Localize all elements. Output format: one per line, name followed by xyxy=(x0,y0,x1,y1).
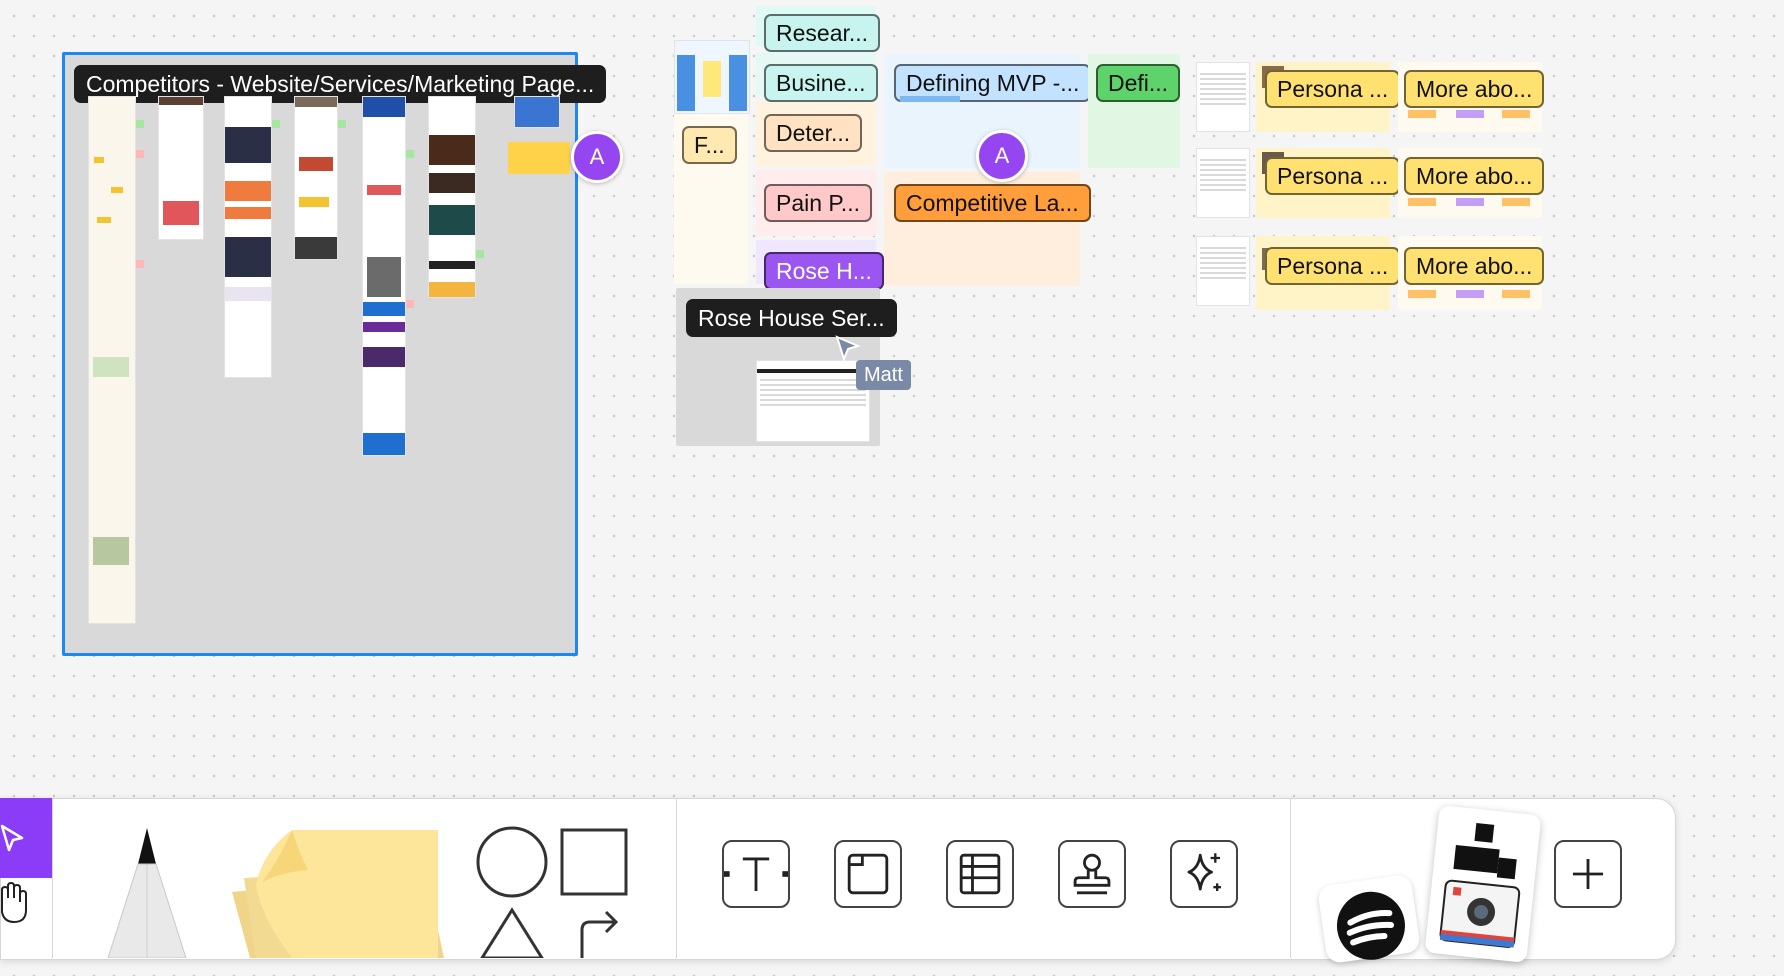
hand-tool[interactable] xyxy=(0,880,52,960)
sparkle-icon xyxy=(1187,853,1221,891)
plugin-widget[interactable] xyxy=(1424,805,1542,963)
hand-icon xyxy=(1,881,27,924)
section-tool[interactable] xyxy=(834,840,902,908)
more-about-label-3[interactable]: More abo... xyxy=(1404,247,1545,285)
sticky-note-tool[interactable] xyxy=(226,826,446,958)
more-tools-button[interactable] xyxy=(1554,840,1622,908)
ai-tool[interactable] xyxy=(1170,840,1238,908)
shapes-tool[interactable] xyxy=(470,826,630,958)
sticky-note-cluster[interactable] xyxy=(338,120,346,128)
text-tool[interactable] xyxy=(722,840,790,908)
stamp-tool[interactable] xyxy=(1058,840,1126,908)
website-screenshot-4[interactable] xyxy=(294,96,338,260)
research-label[interactable]: Resear... xyxy=(764,14,881,52)
app-logo-icon xyxy=(1336,891,1405,960)
website-screenshot-3[interactable] xyxy=(224,96,272,378)
rose-house-service-label[interactable]: Rose House Ser... xyxy=(686,299,897,337)
table-icon xyxy=(959,853,1001,895)
toolbar-divider xyxy=(52,798,53,958)
research-thumbnail[interactable] xyxy=(674,40,750,114)
business-label[interactable]: Busine... xyxy=(764,64,878,102)
toolbar-divider xyxy=(676,798,677,958)
defi-label[interactable]: Defi... xyxy=(1096,64,1181,102)
mvp-sticky-row[interactable] xyxy=(900,96,960,102)
section-icon xyxy=(847,853,889,895)
sticky-note-cluster[interactable] xyxy=(1408,110,1436,118)
toolbar-divider xyxy=(1290,798,1291,958)
website-screenshot-6[interactable] xyxy=(428,96,476,298)
cursor-arrow-icon xyxy=(0,824,24,852)
collaborator-avatar[interactable]: A xyxy=(571,131,623,183)
sticky-note-cluster[interactable] xyxy=(1456,110,1484,118)
sticky-note-cluster[interactable] xyxy=(406,300,414,308)
sticky-note-cluster[interactable] xyxy=(1408,290,1436,298)
sticky-note-cluster[interactable] xyxy=(476,250,484,258)
persona-label-2[interactable]: Persona ... xyxy=(1265,157,1401,195)
sticky-note-cluster[interactable] xyxy=(1502,198,1530,206)
stamp-icon xyxy=(1073,853,1111,895)
sticky-note-cluster[interactable] xyxy=(136,120,144,128)
camera-icon xyxy=(1439,822,1521,948)
table-tool[interactable] xyxy=(946,840,1014,908)
website-screenshot-5[interactable] xyxy=(362,96,406,456)
sticky-note-cluster[interactable] xyxy=(1456,198,1484,206)
competitive-landscape-label[interactable]: Competitive La... xyxy=(894,184,1091,222)
website-screenshot-1[interactable] xyxy=(88,96,136,624)
more-about-label-1[interactable]: More abo... xyxy=(1404,70,1545,108)
marker-tool[interactable] xyxy=(104,822,190,958)
text-icon xyxy=(724,857,788,891)
more-about-label-2[interactable]: More abo... xyxy=(1404,157,1545,195)
comment-sticky[interactable] xyxy=(508,142,570,174)
collaborator-cursor-icon xyxy=(835,335,861,362)
apps-widget[interactable] xyxy=(1317,873,1421,965)
pain-points-label[interactable]: Pain P... xyxy=(764,184,872,222)
persona-doc-3[interactable] xyxy=(1196,236,1250,306)
plus-icon xyxy=(1572,858,1604,890)
determine-label[interactable]: Deter... xyxy=(764,114,863,152)
rose-house-label[interactable]: Rose H... xyxy=(764,252,884,290)
sticky-note-cluster[interactable] xyxy=(1502,110,1530,118)
select-tool[interactable] xyxy=(0,798,52,878)
collaborator-cursor-label: Matt xyxy=(856,360,911,390)
website-screenshot-7[interactable] xyxy=(514,96,560,128)
f-label[interactable]: F... xyxy=(682,126,737,164)
persona-label-1[interactable]: Persona ... xyxy=(1265,70,1401,108)
persona-doc-1[interactable] xyxy=(1196,62,1250,132)
sticky-note-cluster[interactable] xyxy=(136,260,144,268)
sticky-note-cluster[interactable] xyxy=(1456,290,1484,298)
sticky-note-cluster[interactable] xyxy=(406,150,414,158)
service-blueprint-template[interactable] xyxy=(756,360,870,442)
sticky-note-cluster[interactable] xyxy=(272,120,280,128)
sticky-note-cluster[interactable] xyxy=(1408,198,1436,206)
persona-label-3[interactable]: Persona ... xyxy=(1265,247,1401,285)
website-screenshot-2[interactable] xyxy=(158,96,204,240)
persona-doc-2[interactable] xyxy=(1196,148,1250,218)
defining-mvp-label[interactable]: Defining MVP -... xyxy=(894,64,1092,102)
sticky-note-cluster[interactable] xyxy=(136,150,144,158)
collaborator-avatar[interactable]: A xyxy=(976,130,1028,182)
sticky-note-cluster[interactable] xyxy=(1502,290,1530,298)
